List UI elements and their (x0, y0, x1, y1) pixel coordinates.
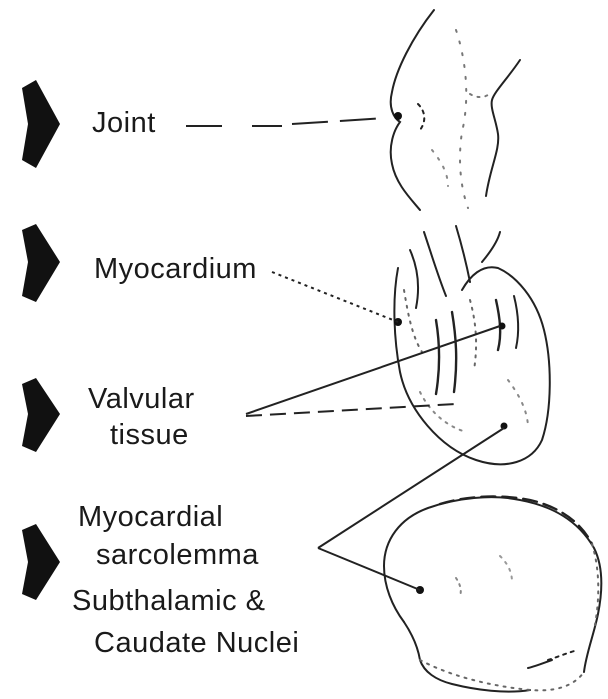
joint-sketch (391, 10, 520, 210)
leader-joint (186, 118, 386, 126)
label-subthalamic: Subthalamic & (72, 586, 266, 616)
label-tissue: tissue (110, 420, 189, 450)
leader-myocardium (272, 272, 398, 322)
label-caudate-nuclei: Caudate Nuclei (94, 628, 299, 658)
brain-sketch (384, 497, 601, 692)
leader-sarcolemma-heart (318, 428, 504, 548)
arrow-joint-icon (22, 80, 60, 168)
leader-sarcolemma-brain (318, 548, 420, 590)
arrows (22, 80, 60, 600)
label-myocardial: Myocardial (78, 502, 223, 532)
arrow-sarcolemma-icon (22, 524, 60, 600)
leader-valvular-solid (246, 326, 500, 414)
label-valvular: Valvular (88, 384, 195, 414)
arrow-valvular-icon (22, 378, 60, 452)
label-joint: Joint (92, 108, 156, 138)
label-myocardium: Myocardium (94, 254, 257, 284)
heart-sketch (394, 226, 550, 464)
arrow-myocardium-icon (22, 224, 60, 302)
leader-valvular-dashed (246, 404, 456, 416)
label-sarcolemma: sarcolemma (96, 540, 259, 570)
